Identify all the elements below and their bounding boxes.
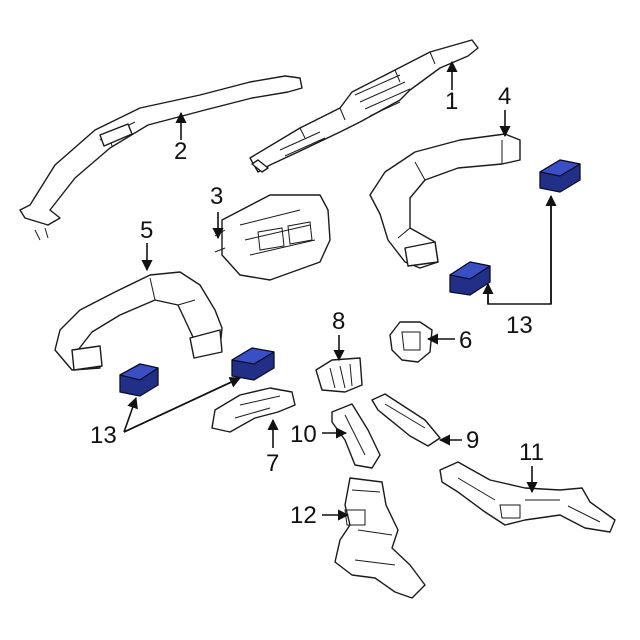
- part-4-side-duct: [369, 133, 521, 269]
- callout-13-right: 13: [506, 312, 533, 339]
- part-1-dash-duct: [249, 39, 479, 173]
- part-12-rear-duct: [334, 477, 426, 599]
- callout-11: 11: [519, 439, 544, 466]
- part-2-defroster-duct: [19, 75, 303, 241]
- callout-13-left: 13: [90, 422, 117, 449]
- leader-lines: [123, 60, 557, 521]
- leader-13-right: [487, 197, 552, 305]
- part-5-side-duct: [54, 271, 223, 371]
- callout-7: 7: [266, 450, 279, 477]
- callout-6: 6: [459, 327, 472, 354]
- leader-13-left-b: [123, 396, 138, 433]
- callout-2: 2: [174, 138, 187, 165]
- callout-3: 3: [210, 183, 223, 210]
- callout-labels: 1 2 3 4 5 6 7 8 9 10 11 12 13 13: [90, 83, 544, 529]
- part-6-bracket: [389, 321, 433, 363]
- part-8-vent: [315, 357, 363, 393]
- callout-12: 12: [290, 502, 317, 529]
- callout-8: 8: [332, 308, 345, 335]
- callout-4: 4: [498, 83, 511, 110]
- callout-1: 1: [445, 88, 458, 115]
- part-9-floor-duct: [371, 393, 441, 447]
- part-7-lower-duct: [211, 387, 296, 433]
- part-13-clip-left-lower: [119, 363, 159, 397]
- part-13-clip-right-lower: [449, 261, 491, 296]
- callout-10: 10: [290, 421, 317, 448]
- part-10-floor-duct: [331, 403, 381, 469]
- callout-5: 5: [140, 217, 153, 244]
- part-3-distribution-box: [214, 194, 331, 281]
- callout-9: 9: [466, 427, 479, 454]
- part-13-clip-left-upper: [231, 347, 275, 381]
- part-11-rear-duct: [439, 461, 616, 533]
- leader-13-left-a: [123, 377, 242, 433]
- part-13-clip-right-upper: [539, 159, 581, 193]
